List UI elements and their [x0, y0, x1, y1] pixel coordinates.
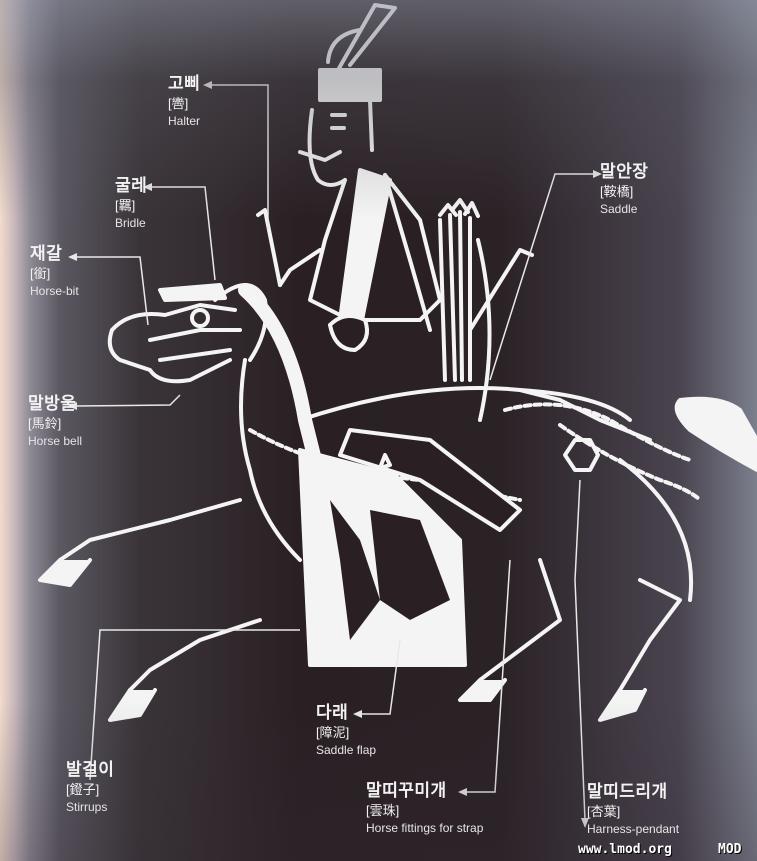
label-bridle: 굴레 [羈] Bridle — [115, 176, 147, 231]
label-horse-bell: 말방울 [馬鈴] Horse bell — [28, 394, 82, 449]
label-korean: 말방울 — [28, 394, 77, 413]
label-horse-bit: 재갈 [銜] Horse-bit — [30, 244, 79, 299]
label-english: Horse fittings for strap — [366, 821, 484, 836]
label-english: Harness-pendant — [587, 822, 680, 837]
label-hanja: [杏葉] — [587, 803, 621, 819]
label-korean: 발걸이 — [66, 760, 115, 779]
label-english: Bridle — [115, 216, 146, 231]
watermark-site: www.lmod.org — [578, 842, 672, 857]
label-korean: 고삐 — [168, 74, 201, 93]
label-harness-pendant: 말띠드리개 [杏葉] Harness-pendant — [587, 782, 679, 837]
label-hanja: [鞍橋] — [600, 183, 634, 199]
label-hanja: [雲珠] — [366, 802, 400, 818]
label-saddle-flap: 다래 [障泥] Saddle flap — [316, 703, 376, 758]
label-horse-fittings: 말띠꾸미개 [雲珠] Horse fittings for strap — [366, 781, 483, 836]
label-hanja: [鐙子] — [66, 781, 100, 797]
label-korean: 굴레 — [115, 176, 148, 195]
label-english: Horse-bit — [30, 284, 79, 299]
label-halter: 고삐 [轡] Halter — [168, 74, 200, 129]
label-korean: 말띠드리개 — [587, 782, 668, 801]
watermark-brand: MOD — [718, 842, 742, 857]
label-hanja: [障泥] — [316, 724, 350, 740]
label-hanja: [轡] — [168, 95, 189, 111]
label-hanja: [馬鈴] — [28, 415, 62, 431]
label-english: Halter — [168, 114, 201, 129]
label-hanja: [銜] — [30, 265, 51, 281]
label-korean: 말띠꾸미개 — [366, 781, 447, 800]
label-stirrups: 발걸이 [鐙子] Stirrups — [66, 760, 114, 815]
label-english: Saddle flap — [316, 743, 377, 758]
label-saddle: 말안장 [鞍橋] Saddle — [600, 162, 648, 217]
label-english: Horse bell — [28, 434, 83, 449]
label-korean: 다래 — [316, 703, 349, 722]
label-english: Stirrups — [66, 800, 108, 815]
label-korean: 말안장 — [600, 162, 649, 181]
label-korean: 재갈 — [30, 244, 63, 263]
label-english: Saddle — [600, 202, 638, 217]
label-hanja: [羈] — [115, 197, 136, 213]
